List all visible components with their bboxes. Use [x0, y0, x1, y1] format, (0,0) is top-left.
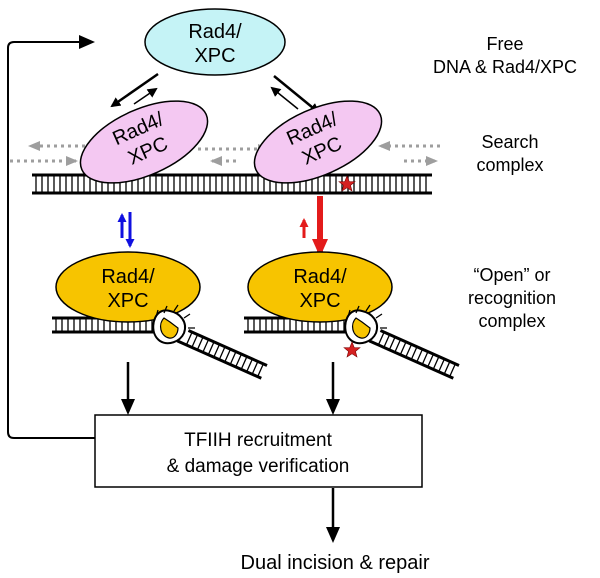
final-step-label: Dual incision & repair [241, 552, 430, 574]
right-equilibrium-arrows [299, 196, 328, 257]
open-left-line2: XPC [107, 290, 148, 312]
open-right-line2: XPC [299, 290, 340, 312]
stage-label-search-line1: Search [481, 132, 538, 152]
free-to-search-left-arrows [110, 72, 159, 108]
stage-label-free: Free DNA & Rad4/XPC [433, 34, 577, 77]
free-rad4-xpc-line2: XPC [194, 45, 235, 67]
search-complex-left: Rad4/ XPC [79, 100, 209, 184]
stage-label-open-line2: recognition [468, 288, 556, 308]
search-complex-right: Rad4/ XPC [253, 100, 383, 184]
damage-star-flipped-icon [343, 341, 361, 358]
free-rad4-xpc: Rad4/ XPC [144, 8, 286, 76]
open-right-line1: Rad4/ [293, 266, 347, 288]
open-complex-left: Rad4/ XPC [52, 251, 268, 380]
tfiih-box-line2: & damage verification [167, 456, 350, 477]
free-to-search-right-arrows [270, 75, 320, 114]
open-complex-right: Rad4/ XPC [244, 251, 460, 380]
stage-label-open: “Open” or recognition complex [468, 265, 556, 331]
stage-label-open-line3: complex [478, 311, 545, 331]
damage-star-icon [338, 175, 356, 192]
tfiih-box: TFIIH recruitment & damage verification [94, 414, 423, 488]
left-equilibrium-arrows [117, 212, 135, 248]
open-left-line1: Rad4/ [101, 266, 155, 288]
stage-label-search-line2: complex [476, 155, 543, 175]
stage-label-open-line1: “Open” or [473, 265, 550, 285]
stage-label-free-line1: Free [486, 34, 523, 54]
tfiih-box-line1: TFIIH recruitment [184, 430, 333, 451]
stage-label-search: Search complex [476, 132, 543, 175]
free-rad4-xpc-line1: Rad4/ [188, 21, 242, 43]
diffusion-arrows [10, 141, 440, 166]
stage-label-free-line2: DNA & Rad4/XPC [433, 57, 577, 77]
recycle-loop-line [7, 35, 95, 439]
